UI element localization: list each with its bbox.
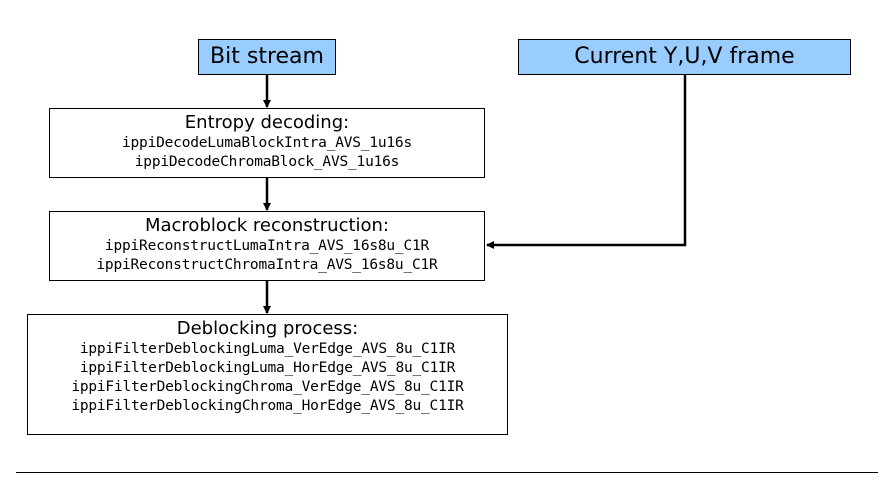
- macroblock-reconstruction-box: Macroblock reconstruction: ippiReconstru…: [49, 211, 485, 281]
- deblocking-process-box: Deblocking process: ippiFilterDeblocking…: [27, 314, 508, 435]
- deblock-function-luma-veredge: ippiFilterDeblockingLuma_VerEdge_AVS_8u_…: [79, 341, 456, 357]
- arrow-frame-to-macroblock: [486, 75, 687, 249]
- current-frame-label: Current Y,U,V frame: [574, 44, 795, 69]
- bitstream-label: Bit stream: [210, 44, 324, 69]
- deblocking-process-title: Deblocking process:: [176, 318, 359, 339]
- deblock-function-luma-horedge: ippiFilterDeblockingLuma_HorEdge_AVS_8u_…: [79, 360, 456, 376]
- entropy-function-chroma: ippiDecodeChromaBlock_AVS_1u16s: [134, 154, 400, 170]
- deblock-function-chroma-veredge: ippiFilterDeblockingChroma_VerEdge_AVS_8…: [71, 379, 464, 395]
- entropy-decoding-box: Entropy decoding: ippiDecodeLumaBlockInt…: [49, 108, 485, 178]
- reconstruct-function-luma: ippiReconstructLumaIntra_AVS_16s8u_C1R: [104, 238, 430, 254]
- current-frame-box: Current Y,U,V frame: [518, 39, 851, 75]
- footer-divider: [16, 472, 878, 473]
- entropy-decoding-title: Entropy decoding:: [184, 112, 350, 133]
- reconstruct-function-chroma: ippiReconstructChromaIntra_AVS_16s8u_C1R: [96, 257, 438, 273]
- deblock-function-chroma-horedge: ippiFilterDeblockingChroma_HorEdge_AVS_8…: [71, 398, 464, 414]
- entropy-function-luma: ippiDecodeLumaBlockIntra_AVS_1u16s: [121, 135, 412, 151]
- bitstream-box: Bit stream: [198, 39, 336, 75]
- macroblock-reconstruction-title: Macroblock reconstruction:: [144, 215, 390, 236]
